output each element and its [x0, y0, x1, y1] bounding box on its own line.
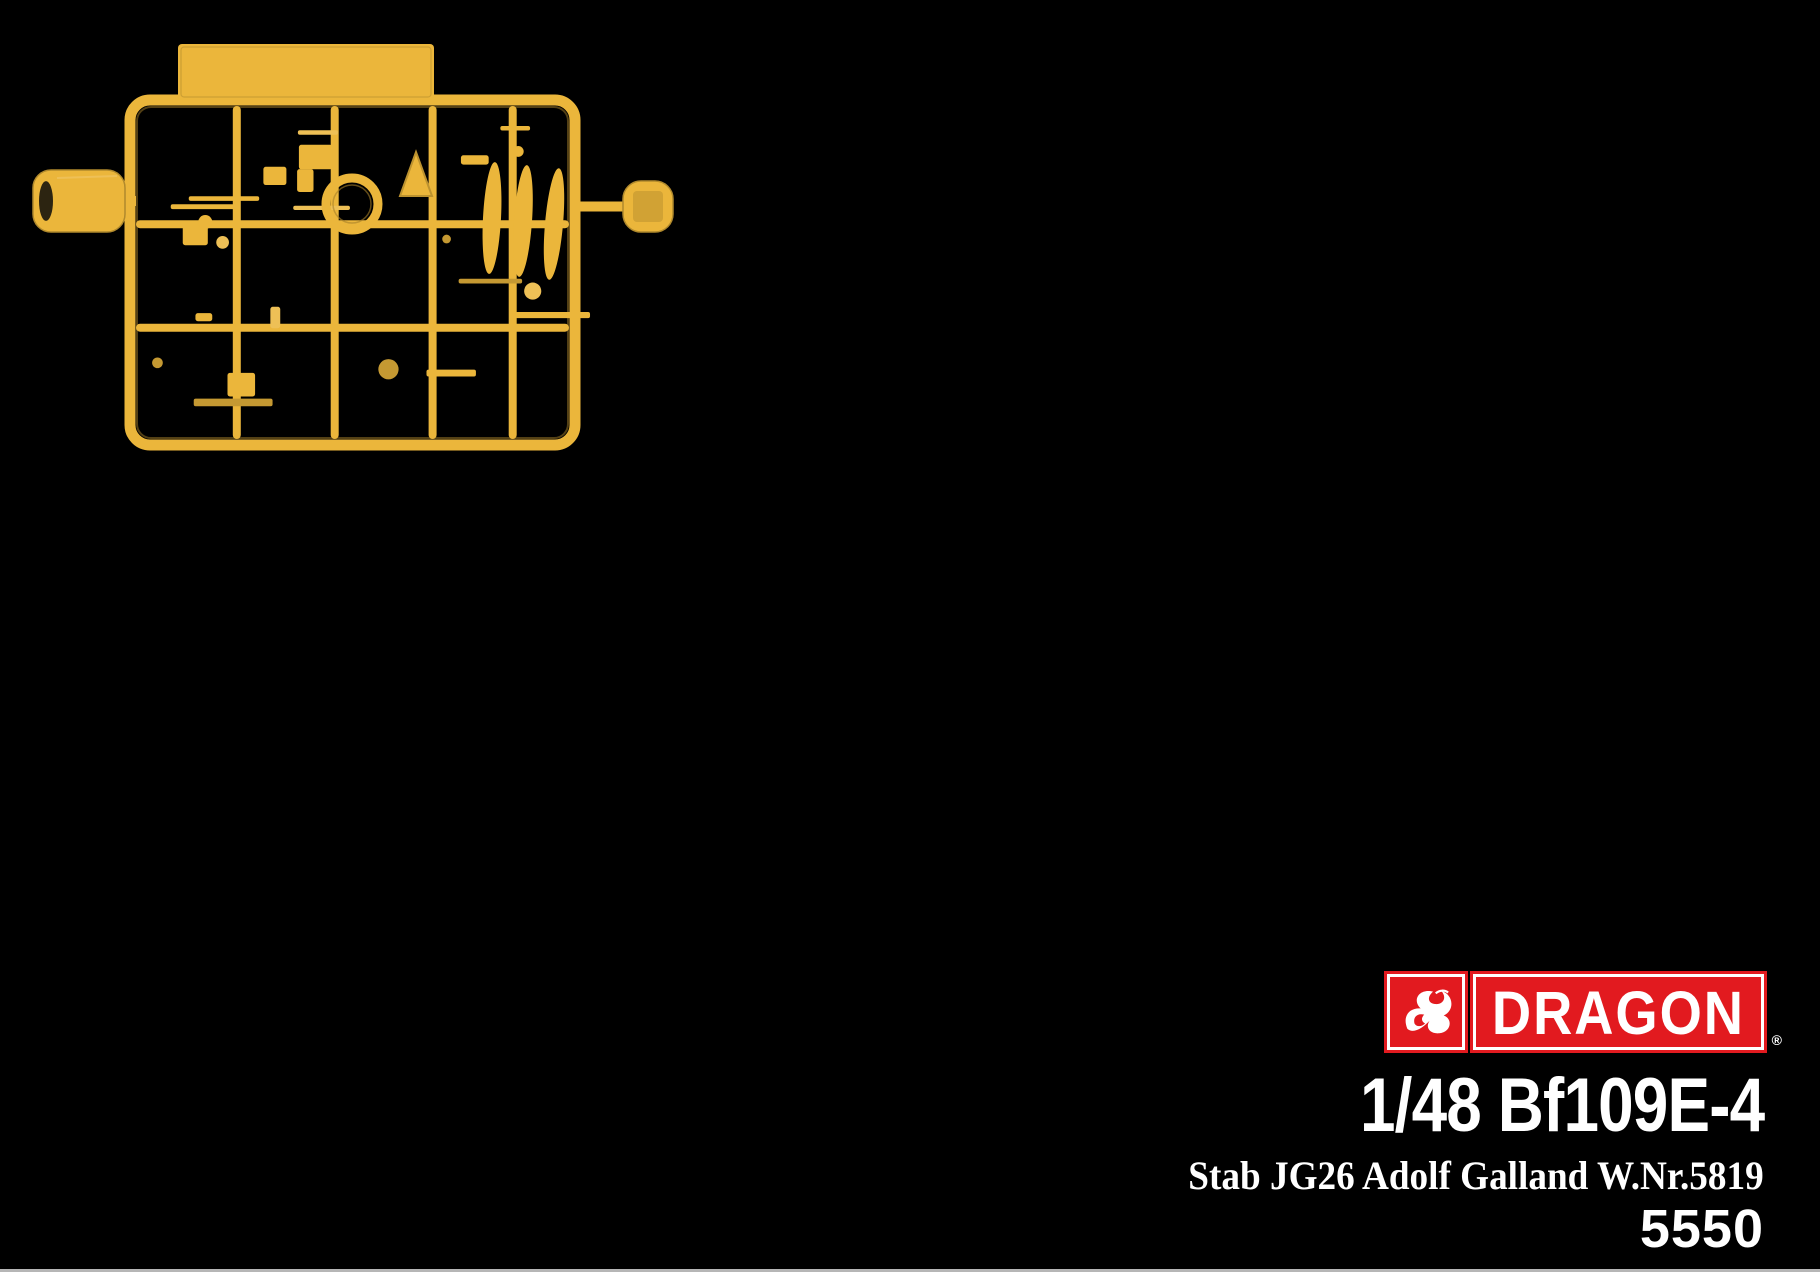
kit-title: 1/48 Bf109E-4 [1359, 1063, 1765, 1148]
registered-mark: ® [1771, 1032, 1782, 1048]
brand-name: DRAGON [1492, 977, 1746, 1047]
bottom-edge-line [0, 1269, 1820, 1272]
dragon-logo: DRAGON [1387, 974, 1764, 1050]
sprue-yellow [32, 44, 674, 451]
dragon-icon [1387, 974, 1466, 1050]
kit-number: 5550 [1639, 1199, 1764, 1259]
kit-subtitle: Stab JG26 Adolf Galland W.Nr.5819 [1188, 1153, 1764, 1198]
brand-wordmark-box: DRAGON [1473, 974, 1764, 1050]
